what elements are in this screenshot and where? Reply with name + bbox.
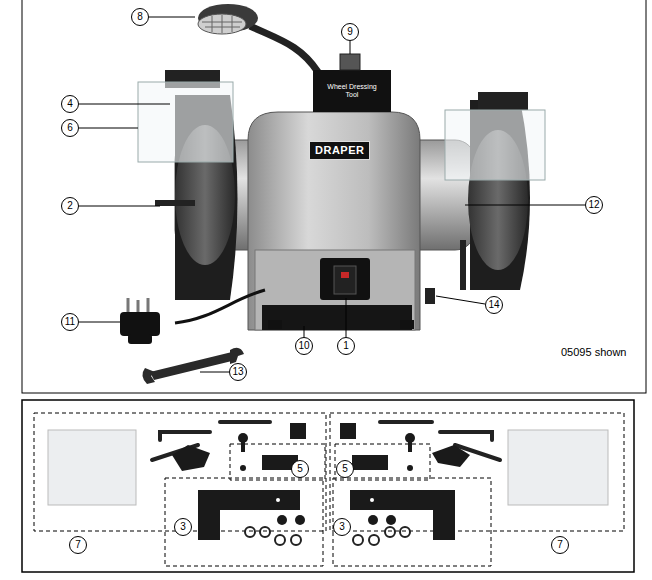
callout-number: 14: [485, 296, 503, 314]
callout-number: 4: [61, 95, 79, 113]
callout-number: 1: [337, 337, 355, 355]
callout-number: 8: [131, 8, 149, 26]
callout-number: 5: [336, 460, 354, 478]
callout-number: 2: [61, 197, 79, 215]
callout-number: 11: [61, 313, 79, 331]
model-note: 05095 shown: [561, 347, 626, 358]
callout-number: 3: [174, 518, 192, 536]
callout-number: 7: [551, 536, 569, 554]
callout-number: 9: [341, 23, 359, 41]
callout-number: 6: [61, 119, 79, 137]
tool-label: Wheel Dressing Tool: [321, 81, 383, 101]
callout-number: 5: [291, 460, 309, 478]
brand-badge: DRAPER: [309, 141, 370, 160]
callout-number: 10: [295, 337, 313, 355]
callout-number: 13: [229, 363, 247, 381]
callout-number: 3: [333, 518, 351, 536]
callout-number: 7: [69, 536, 87, 554]
callout-number: 12: [585, 196, 603, 214]
